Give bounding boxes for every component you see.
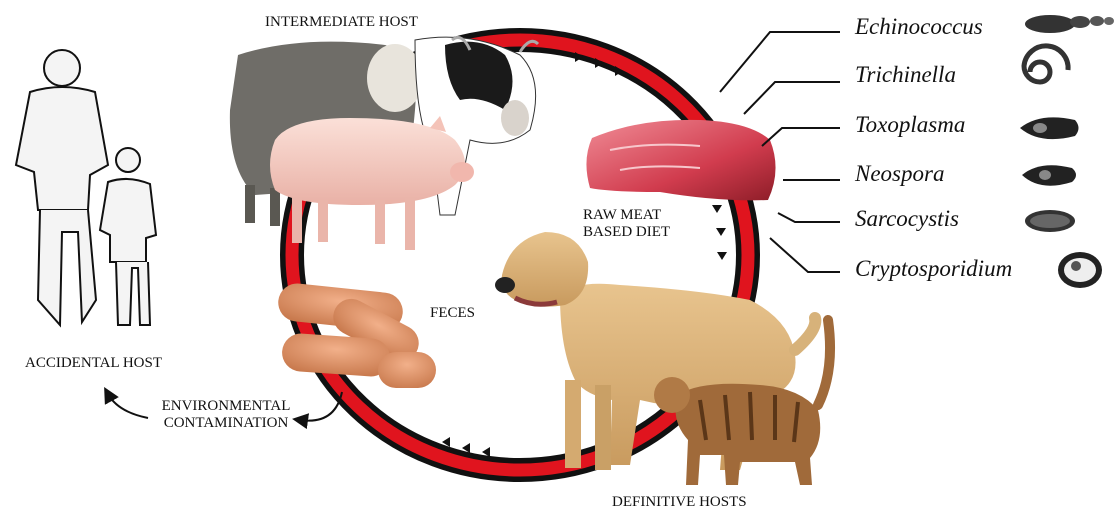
parasite-name-echinococcus: Echinococcus <box>855 14 983 40</box>
parasite-name-trichinella: Trichinella <box>855 62 956 88</box>
tapeworm-icon <box>1025 15 1114 33</box>
accidental-host-label: ACCIDENTAL HOST <box>25 355 162 372</box>
tachyzoite-icon <box>1020 117 1079 139</box>
raw-meat-label: RAW MEAT BASED DIET <box>583 207 670 241</box>
intermediate-host-label: INTERMEDIATE HOST <box>265 14 418 31</box>
feces-label: FECES <box>430 305 475 322</box>
raw-meat-image <box>586 120 775 201</box>
accidental-host-arrow <box>108 394 148 418</box>
parasite-name-sarcocystis: Sarcocystis <box>855 206 959 232</box>
raw-meat-line1: RAW MEAT <box>583 207 670 224</box>
accidental-host-sketch <box>16 50 156 325</box>
parasite-name-neospora: Neospora <box>855 161 944 187</box>
raw-meat-line2: BASED DIET <box>583 224 670 241</box>
parasite-name-toxoplasma: Toxoplasma <box>855 112 965 138</box>
definitive-hosts-label: DEFINITIVE HOSTS <box>612 494 747 511</box>
environmental-contamination-label: ENVIRONMENTAL CONTAMINATION <box>152 398 300 432</box>
feces-image <box>276 282 436 388</box>
environmental-line2: CONTAMINATION <box>152 415 300 432</box>
coiled-larva-icon <box>1024 46 1068 82</box>
parasite-name-cryptosporidium: Cryptosporidium <box>855 256 1012 282</box>
tachyzoite-icon <box>1022 165 1076 185</box>
pig-image <box>270 116 474 250</box>
environmental-line1: ENVIRONMENTAL <box>152 398 300 415</box>
oocyst-icon <box>1058 252 1102 288</box>
cyst-icon <box>1025 210 1075 232</box>
